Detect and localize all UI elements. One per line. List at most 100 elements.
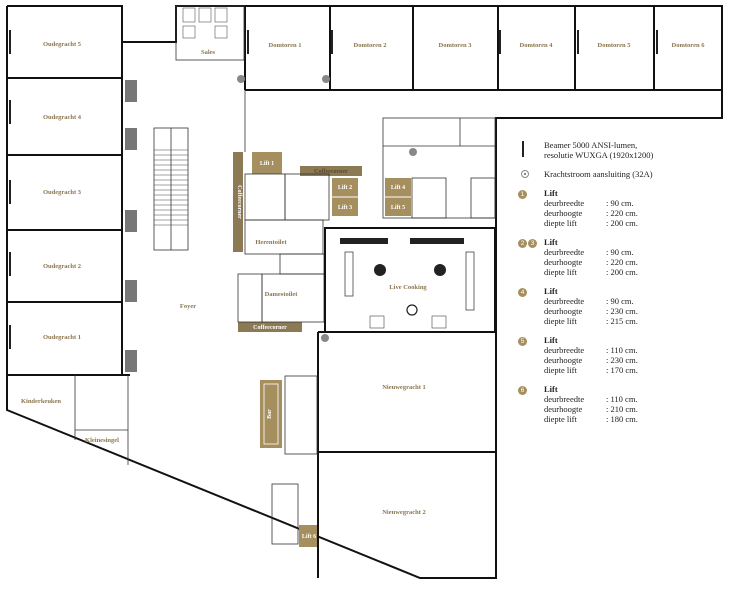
room-label-herentoilet: Herentoilet [255, 239, 287, 246]
lift-spec-key: deurhoogte [544, 355, 583, 365]
room-label-oudegracht-5: Oudegracht 5 [43, 41, 82, 48]
lift-label-2: Lift 2 [338, 185, 352, 191]
lift-spec-key: deurbreedte [544, 198, 585, 208]
beamer-icon [520, 140, 526, 160]
sales-room [175, 5, 245, 61]
room-label-oudegracht-2: Oudegracht 2 [43, 263, 81, 270]
legend-beamer: Beamer 5000 ANSI-lumen, resolutie WUXGA … [518, 140, 733, 160]
legend-power: Krachtstroom aansluiting (32A) [518, 169, 733, 179]
power-sockets [237, 75, 417, 342]
lift-spec-title: Lift [544, 384, 558, 394]
room-label-live-cooking: Live Cooking [389, 284, 427, 291]
room-label-domtoren-4: Domtoren 4 [520, 42, 554, 49]
room-label-nieuwegracht-2: Nieuwegracht 2 [382, 509, 426, 516]
lift-spec-row: deurbreedte : 110 cm. [544, 394, 733, 404]
lift-spec-key: deurbreedte [544, 345, 585, 355]
foyer-stairs [153, 127, 189, 251]
lift-spec-title: Lift [544, 286, 558, 296]
oudegracht-rooms [7, 6, 130, 465]
lift-label-3: Lift 3 [338, 205, 352, 211]
lift-label-6: Lift 6 [302, 534, 316, 540]
lift-spec-key: deurbreedte [544, 394, 585, 404]
room-label-nieuwegracht-1: Nieuwegracht 1 [382, 384, 426, 391]
lift-spec-value: : 90 cm. [606, 247, 634, 257]
lift-number-badge: 4 [518, 288, 527, 297]
room-label-oudegracht-3: Oudegracht 3 [43, 189, 82, 196]
room-label-domtoren-2: Domtoren 2 [354, 42, 387, 49]
room-label-oudegracht-4: Oudegracht 4 [43, 114, 82, 121]
lift-label-4: Lift 4 [391, 185, 405, 191]
lift-spec-value: : 215 cm. [606, 316, 638, 326]
lift-spec-value: : 110 cm. [606, 394, 638, 404]
lift-number-badge: 3 [528, 239, 537, 248]
room-label-domtoren-3: Domtoren 3 [439, 42, 473, 49]
room-label-bar: Bar [267, 409, 273, 419]
room-label-domtoren-6: Domtoren 6 [672, 42, 706, 49]
legend-power-text: Krachtstroom aansluiting (32A) [544, 169, 653, 179]
room-label-domtoren-1: Domtoren 1 [269, 42, 302, 49]
legend-beamer-line2: resolutie WUXGA (1920x1200) [544, 150, 654, 160]
lift-spec-row: deurhoogte : 220 cm. [544, 208, 733, 218]
lift-spec-row: deurhoogte : 230 cm. [544, 306, 733, 316]
lift-spec-row: deurhoogte : 210 cm. [544, 404, 733, 414]
lift-spec-key: diepte lift [544, 414, 577, 424]
room-label-coffeecorner-bottom: Coffeecorner [253, 325, 287, 331]
lift-spec-value: : 180 cm. [606, 414, 638, 424]
lift-spec-row: deurbreedte : 90 cm. [544, 247, 733, 257]
lift-spec-row: deurhoogte: 230 cm. [544, 355, 733, 365]
lift-spec-value: : 220 cm. [606, 208, 638, 218]
lift-spec-row: diepte lift: 200 cm. [544, 218, 733, 228]
lift-spec-title: Lift [544, 237, 558, 247]
legend-beamer-line1: Beamer 5000 ANSI-lumen, [544, 140, 638, 150]
lift-spec-title: Lift [544, 335, 558, 345]
room-label-damestoilet: Damestoilet [265, 291, 299, 298]
lift-spec-value: : 210 cm. [606, 404, 638, 414]
lift-number-badges: 6 [518, 384, 528, 395]
lift-spec-value: : 230 cm. [606, 306, 638, 316]
central-core [233, 117, 496, 547]
lift-spec-key: deurbreedte [544, 296, 585, 306]
lift-spec-key: deurhoogte [544, 404, 583, 414]
lift-spec-row: deurhoogte: 220 cm. [544, 257, 733, 267]
lift-spec-row: deurbreedte : 90 cm. [544, 198, 733, 208]
lift-spec-row: diepte lift : 180 cm. [544, 414, 733, 424]
lift-spec-value: : 90 cm. [606, 198, 634, 208]
lift-number-badges: 1 [518, 188, 528, 199]
lift-spec-key: deurhoogte [544, 208, 583, 218]
lift-label-5: Lift 5 [391, 205, 405, 211]
lift-spec-row: diepte lift: 170 cm. [544, 365, 733, 375]
lift-number-badges: 4 [518, 286, 528, 297]
lift-spec-row: deurbreedte: 90 cm. [544, 296, 733, 306]
room-label-coffeecorner-top: Coffeecorner [314, 169, 348, 175]
lift-number-badge: 2 [518, 239, 527, 248]
lift-spec-value: : 220 cm. [606, 257, 638, 267]
lift-label-1: Lift 1 [260, 161, 274, 167]
lift-spec-row: diepte lift: 215 cm. [544, 316, 733, 326]
lift-spec-key: deurhoogte [544, 306, 583, 316]
power-socket-icon [520, 169, 530, 181]
foyer-columns [125, 80, 137, 372]
room-label-kleinesingel: Kleinesingel [85, 437, 119, 444]
lift-spec-row: deurbreedte: 110 cm. [544, 345, 733, 355]
lift-number-badge: 5 [518, 337, 527, 346]
nieuwegracht-rooms [271, 331, 496, 578]
lift-number-badge: 1 [518, 190, 527, 199]
lift-number-badges: 5 [518, 335, 528, 346]
lift-spec-value: : 170 cm. [606, 365, 638, 375]
room-label-oudegracht-1: Oudegracht 1 [43, 334, 81, 341]
room-label-coffeecorner-side: Coffeecorner [236, 185, 242, 219]
lift-number-badge: 6 [518, 386, 527, 395]
beamer-marks [9, 30, 658, 349]
lift-spec-row: diepte lift: 200 cm. [544, 267, 733, 277]
lift-spec-title: Lift [544, 188, 558, 198]
lift-spec-key: deurbreedte [544, 247, 585, 257]
lift-spec-key: diepte lift [544, 218, 577, 228]
